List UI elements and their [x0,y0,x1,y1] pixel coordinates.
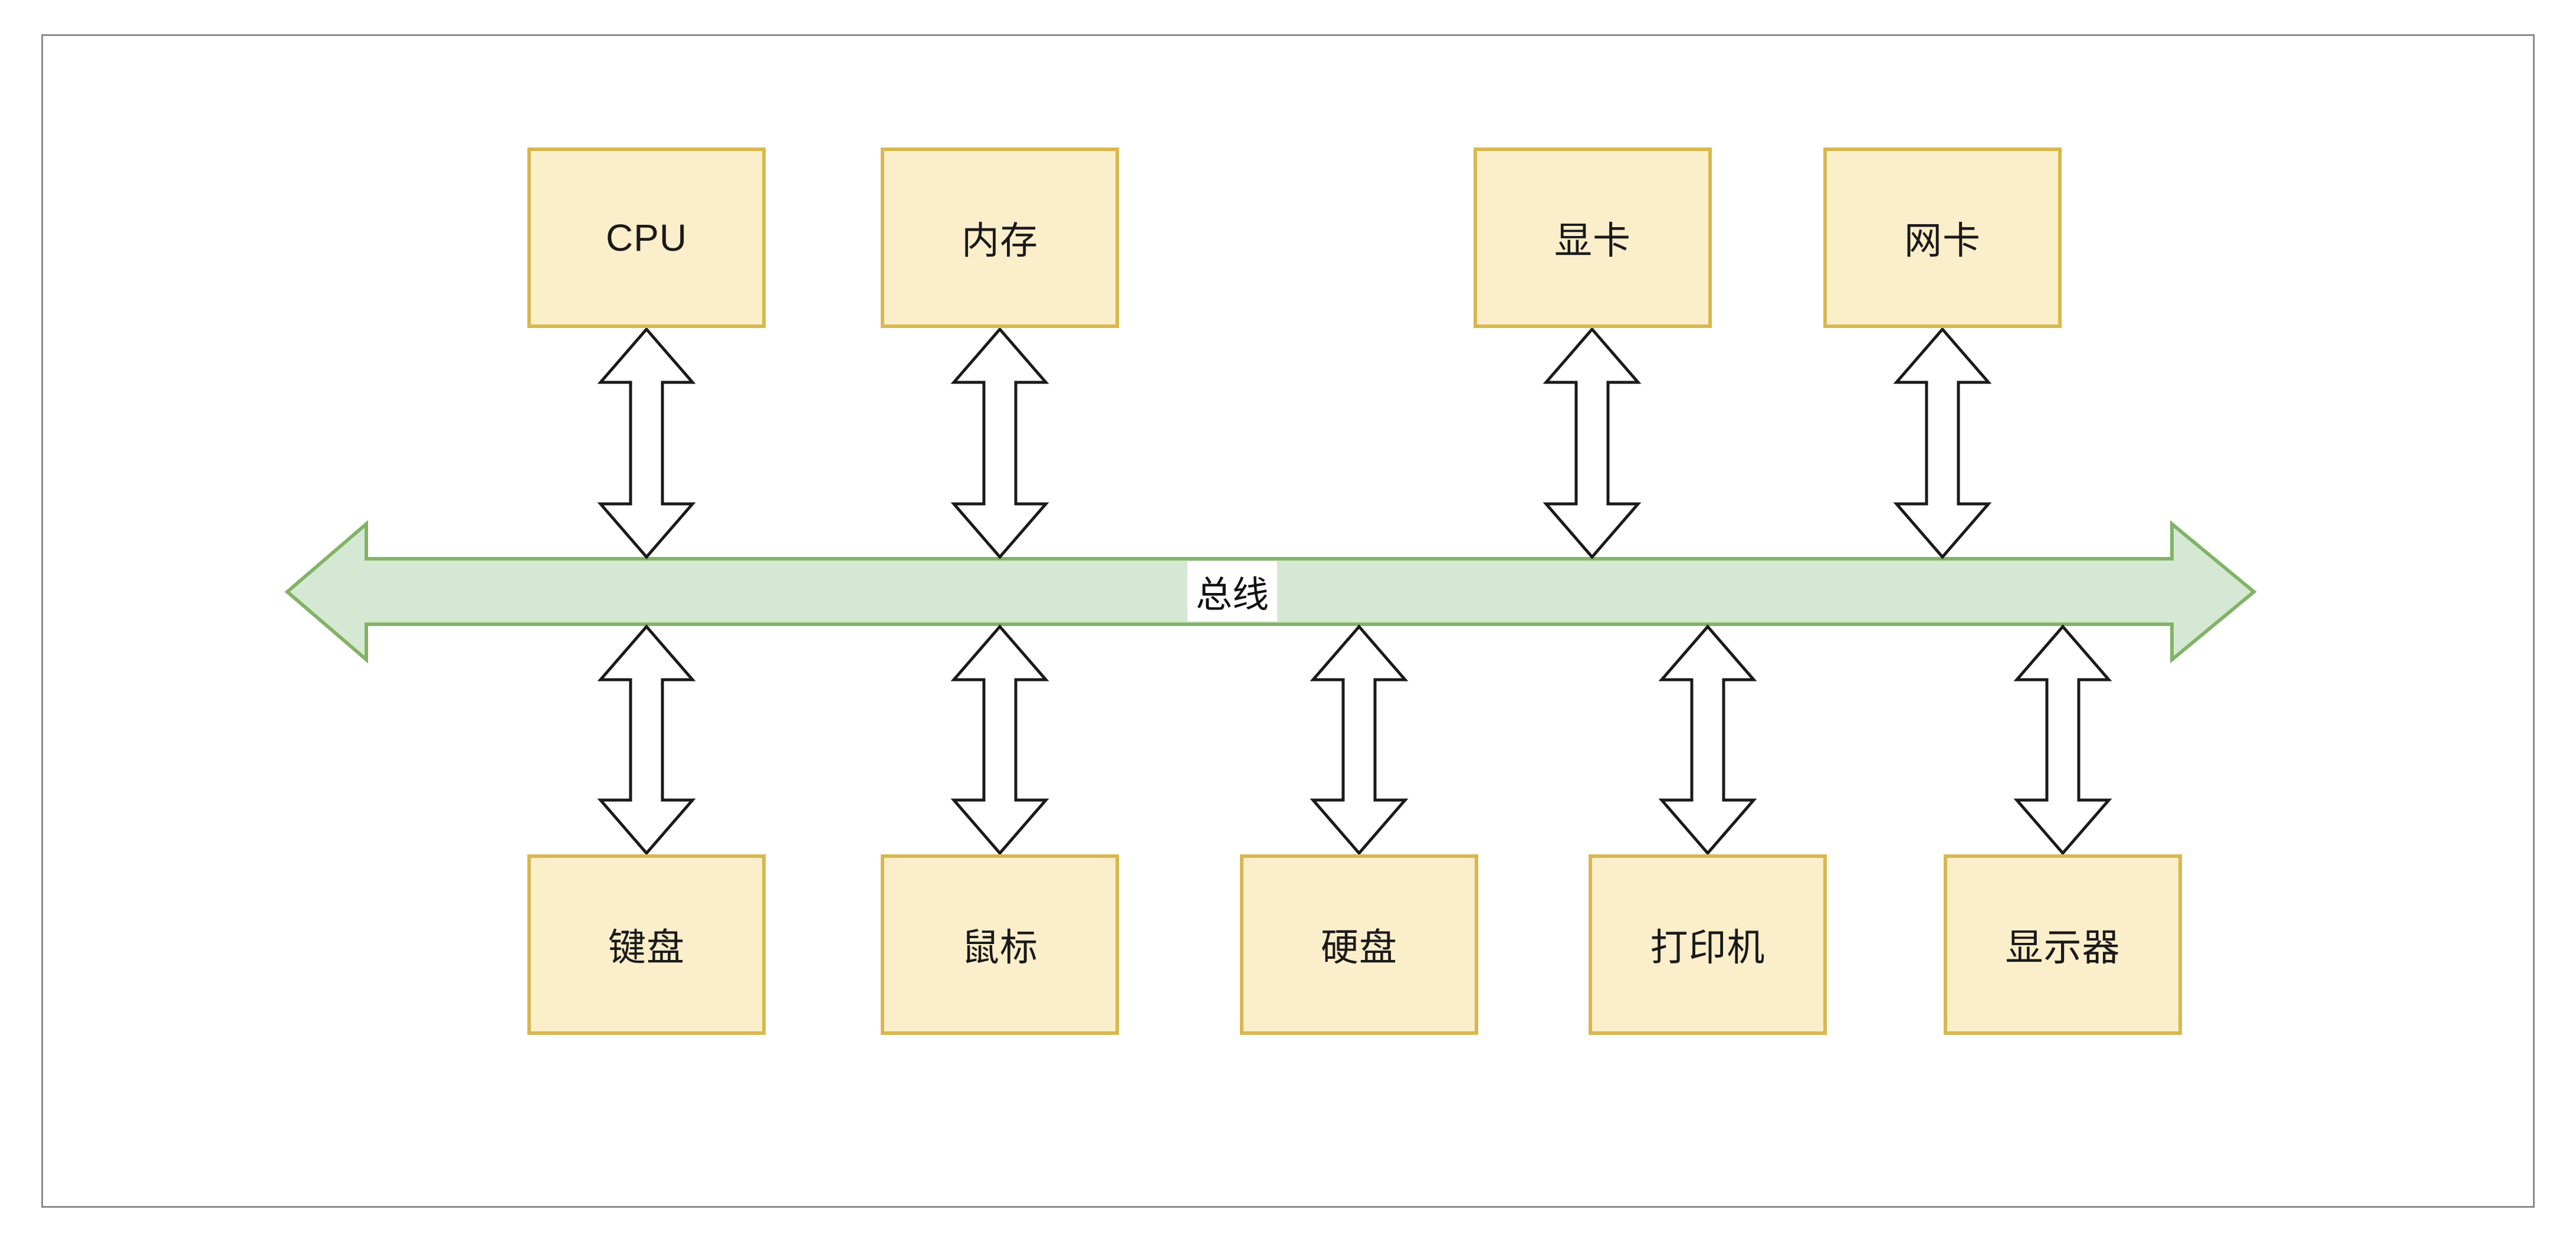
node-keyboard: 键盘 [527,854,766,1035]
node-monitor-label: 显示器 [2005,926,2121,969]
bus-label: 总线 [1187,561,1278,621]
connector-bus-disk-icon [1310,624,1409,856]
node-disk-label: 硬盘 [1321,926,1397,969]
node-keyboard-label: 键盘 [608,926,685,969]
connector-bus-mouse-icon [950,624,1049,856]
node-nic-label: 网卡 [1904,219,1981,262]
node-printer: 打印机 [1589,854,1827,1035]
connector-memory-bus-icon [950,327,1049,559]
node-cpu: CPU [527,148,766,328]
node-memory: 内存 [881,148,1119,328]
node-mouse-label: 鼠标 [962,926,1038,969]
node-nic: 网卡 [1823,148,2062,328]
connector-nic-bus-icon [1893,327,1992,559]
node-disk: 硬盘 [1240,854,1478,1035]
node-mouse: 鼠标 [881,854,1119,1035]
connector-bus-keyboard-icon [597,624,696,856]
node-cpu-label: CPU [605,217,688,259]
connector-bus-monitor-icon [2013,624,2112,856]
node-gpu-label: 显卡 [1554,219,1631,262]
connector-gpu-bus-icon [1543,327,1642,559]
node-gpu: 显卡 [1474,148,1712,328]
connector-cpu-bus-icon [597,327,696,559]
node-printer-label: 打印机 [1650,926,1766,969]
connector-bus-printer-icon [1658,624,1757,856]
node-memory-label: 内存 [962,219,1038,262]
node-monitor: 显示器 [1944,854,2182,1035]
